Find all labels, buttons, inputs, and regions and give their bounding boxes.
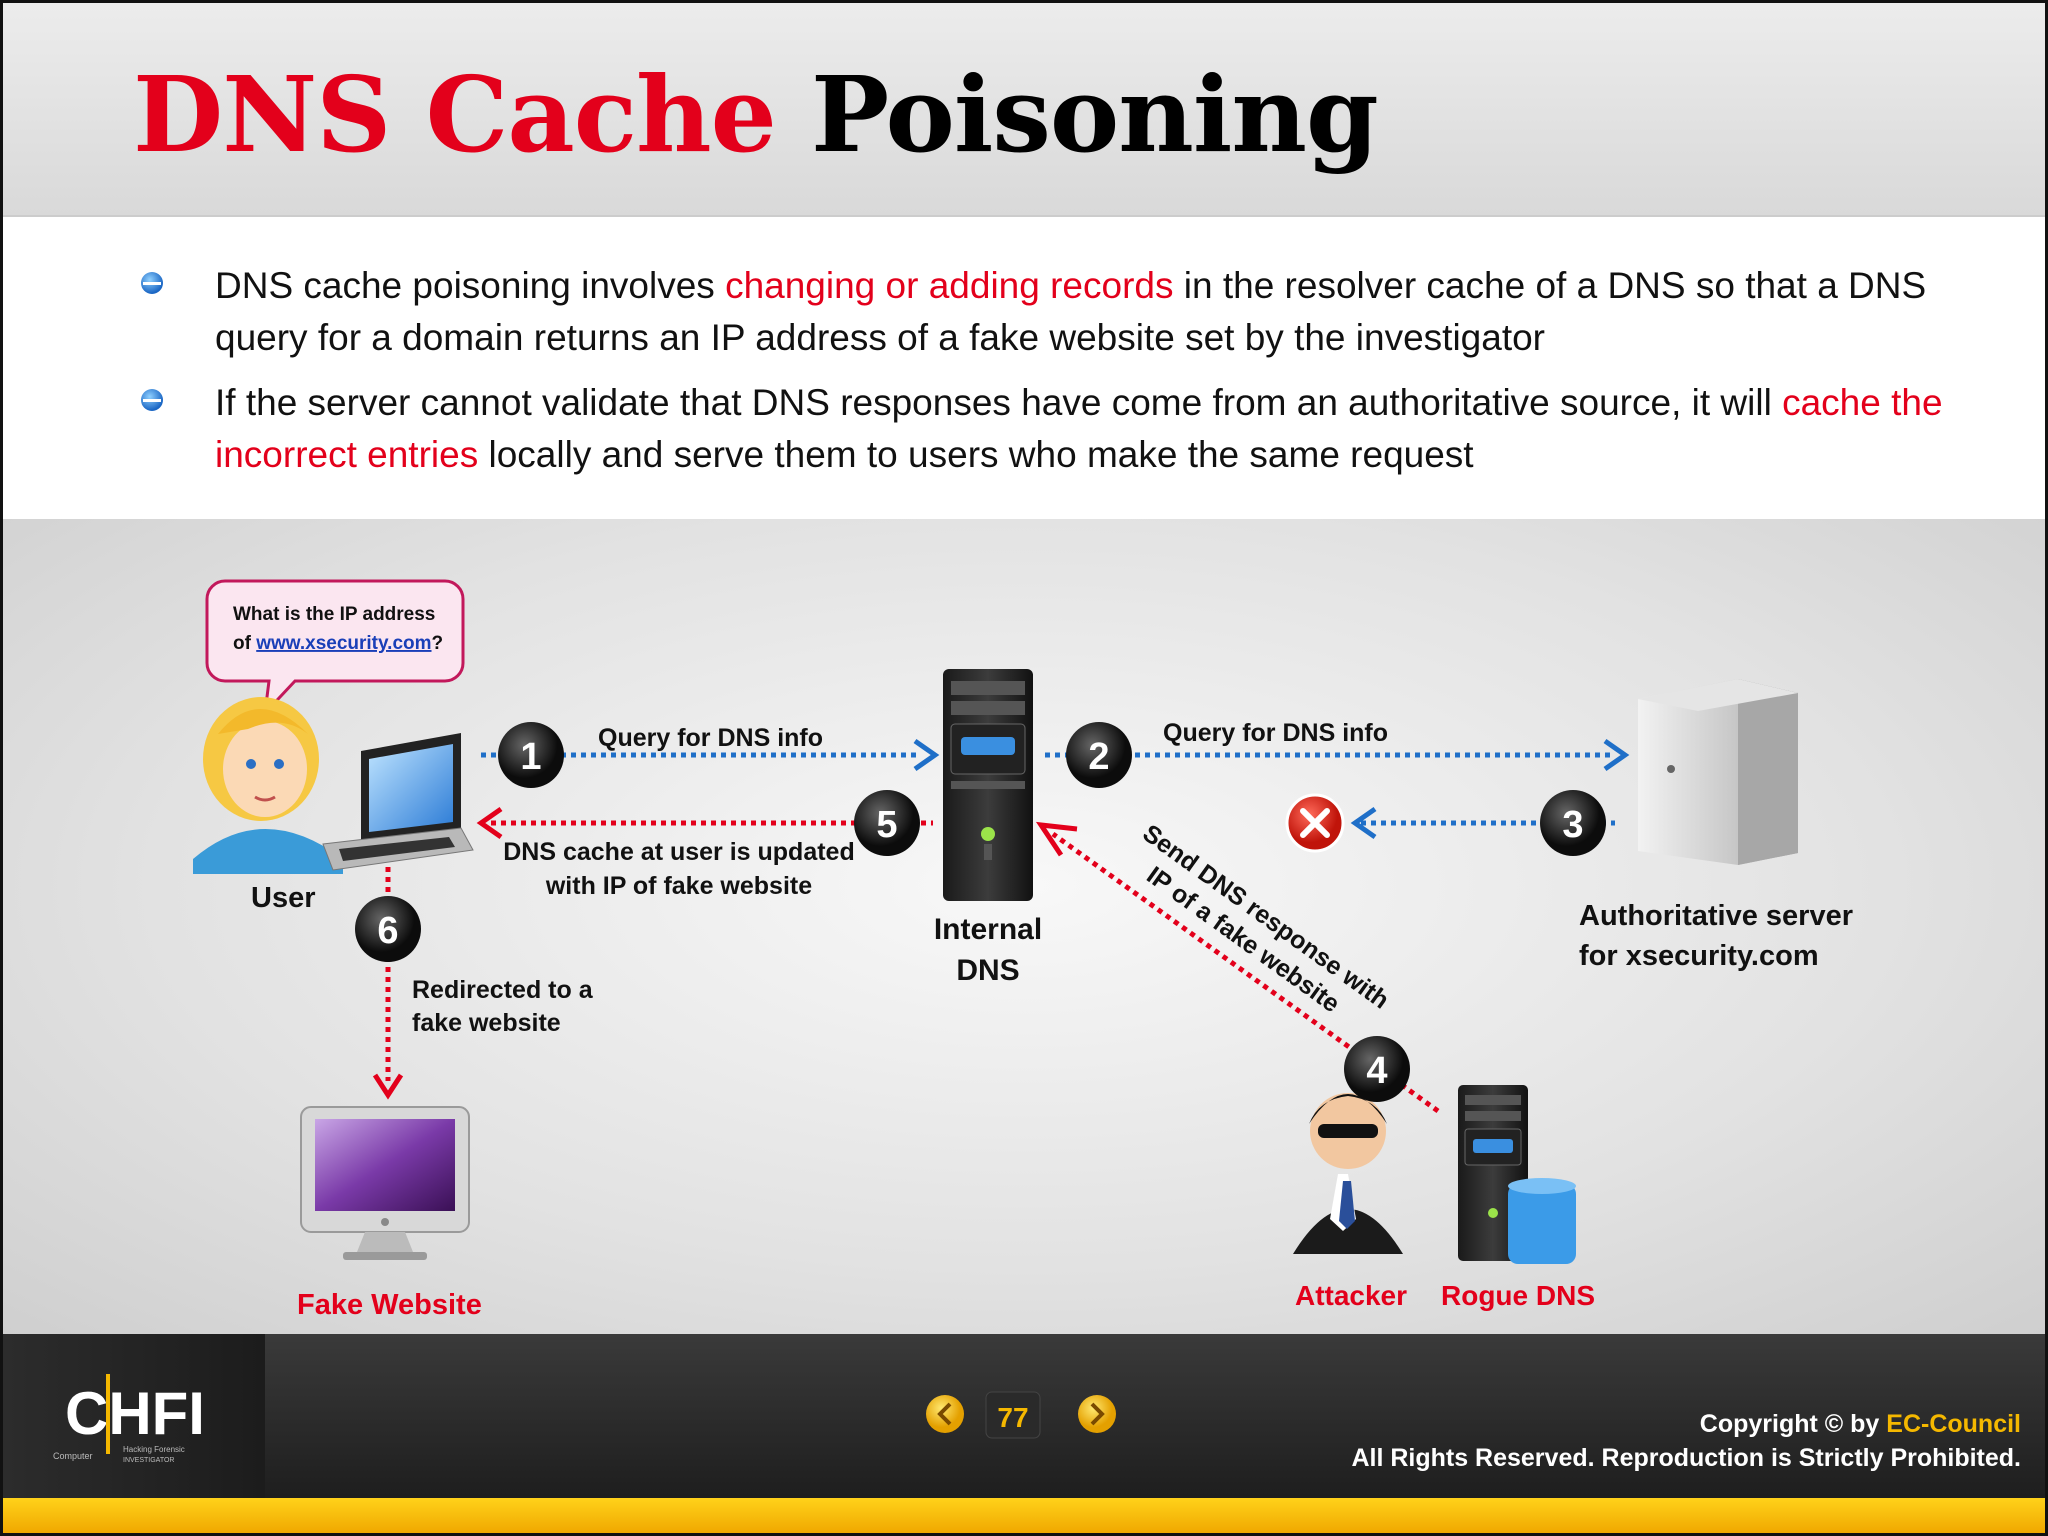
footer-gold-bar <box>3 1498 2045 1533</box>
step-badge-6: 6 <box>355 896 421 962</box>
step-badge-4: 4 <box>1344 1036 1410 1102</box>
internal-dns-server-icon <box>943 669 1033 901</box>
title-red-part: DNS Cache <box>133 53 777 176</box>
chevron-left-icon <box>937 1402 952 1426</box>
bullet-2-pre: If the server cannot validate that DNS r… <box>215 382 1783 423</box>
authoritative-server-icon <box>1638 679 1798 865</box>
step-badge-5: 5 <box>854 790 920 856</box>
text-panel: DNS cache poisoning involves changing or… <box>3 215 2045 521</box>
attacker-label: Attacker <box>1295 1280 1407 1311</box>
speech-line-2: of www.xsecurity.com? <box>233 633 443 654</box>
copyright-line: Copyright © by EC-Council <box>1700 1410 2021 1438</box>
step5-label-1: DNS cache at user is updated <box>503 838 855 866</box>
laptop-icon <box>322 733 474 871</box>
internal-dns-label-1: Internal <box>934 913 1042 946</box>
slide-footer: CHFI Computer Hacking Forensic INVESTIGA… <box>3 1334 2045 1498</box>
svg-text:3: 3 <box>1562 804 1583 846</box>
internal-dns-label-2: DNS <box>956 954 1019 987</box>
step-badge-3: 3 <box>1540 790 1606 856</box>
rogue-dns-label: Rogue DNS <box>1441 1280 1595 1311</box>
svg-text:2: 2 <box>1088 736 1109 778</box>
page-number: 77 <box>997 1402 1028 1433</box>
prev-page-button[interactable] <box>926 1395 964 1433</box>
attacker-icon <box>1293 1093 1403 1254</box>
blocked-x-icon <box>1285 793 1345 853</box>
ec-council-brand: EC-Council <box>1886 1410 2021 1438</box>
logo-text: CHFI <box>65 1380 205 1447</box>
bullet-icon <box>141 272 163 294</box>
svg-text:5: 5 <box>876 804 897 846</box>
rights-line: All Rights Reserved. Reproduction is Str… <box>1351 1444 2021 1472</box>
speech-bubble: What is the IP address of www.xsecurity.… <box>205 579 465 718</box>
arrow-step5 <box>476 806 933 840</box>
bullet-1-pre: DNS cache poisoning involves <box>215 265 726 306</box>
auth-label-2: for xsecurity.com <box>1579 940 1819 972</box>
logo-sub-right-1: Hacking Forensic <box>123 1445 185 1454</box>
bullet-1-highlight: changing or adding records <box>725 265 1174 306</box>
speech-link[interactable]: www.xsecurity.com <box>255 633 431 654</box>
slide-header: DNS Cache Poisoning <box>3 3 2045 215</box>
page-number-box <box>985 1391 1041 1439</box>
rogue-dns-server-icon <box>1458 1085 1576 1264</box>
arrow-step2 <box>1045 738 1630 772</box>
svg-text:1: 1 <box>520 736 541 778</box>
svg-text:4: 4 <box>1366 1050 1387 1092</box>
bullet-text-2: If the server cannot validate that DNS r… <box>215 377 1975 481</box>
fake-website-label: Fake Website <box>297 1289 482 1321</box>
bullet-icon <box>141 389 163 411</box>
dns-poisoning-diagram: What is the IP address of www.xsecurity.… <box>3 519 2045 1334</box>
auth-label-1: Authoritative server <box>1579 900 1853 932</box>
step6-label-2: fake website <box>412 1009 561 1037</box>
step1-label: Query for DNS info <box>598 724 823 752</box>
step6-label-1: Redirected to a <box>412 976 594 1004</box>
arrow-step4 <box>1035 821 1440 1114</box>
bullet-2-post: locally and serve them to users who make… <box>478 434 1474 475</box>
logo-sub-left: Computer <box>53 1451 93 1461</box>
arrow-step6 <box>372 867 404 1100</box>
svg-text:6: 6 <box>377 910 398 952</box>
logo-sub-right-2: INVESTIGATOR <box>123 1457 174 1464</box>
step2-label: Query for DNS info <box>1163 719 1388 747</box>
fake-website-monitor-icon <box>300 1106 470 1260</box>
speech-line-1: What is the IP address <box>233 604 435 625</box>
step5-label-2: with IP of fake website <box>545 872 812 900</box>
bullet-1-post: in the resolver cache of a DNS so that a… <box>215 265 1927 358</box>
chfi-logo: CHFI Computer Hacking Forensic INVESTIGA… <box>53 1374 205 1464</box>
chevron-right-icon <box>1090 1402 1105 1426</box>
footer-canvas: CHFI Computer Hacking Forensic INVESTIGA… <box>3 1334 2021 1498</box>
next-page-button[interactable] <box>1078 1395 1116 1433</box>
diagram-canvas: What is the IP address of www.xsecurity.… <box>193 579 1853 1321</box>
user-icon <box>193 697 343 874</box>
title-black-part: Poisoning <box>811 53 1379 176</box>
bullet-text-1: DNS cache poisoning involves changing or… <box>215 260 1975 364</box>
step-badge-2: 2 <box>1066 722 1132 788</box>
bullet-2-highlight: cache the incorrect entries <box>215 382 1943 475</box>
slide-title: DNS Cache Poisoning <box>133 63 1379 167</box>
step-badge-1: 1 <box>498 722 564 788</box>
user-label: User <box>251 882 316 914</box>
